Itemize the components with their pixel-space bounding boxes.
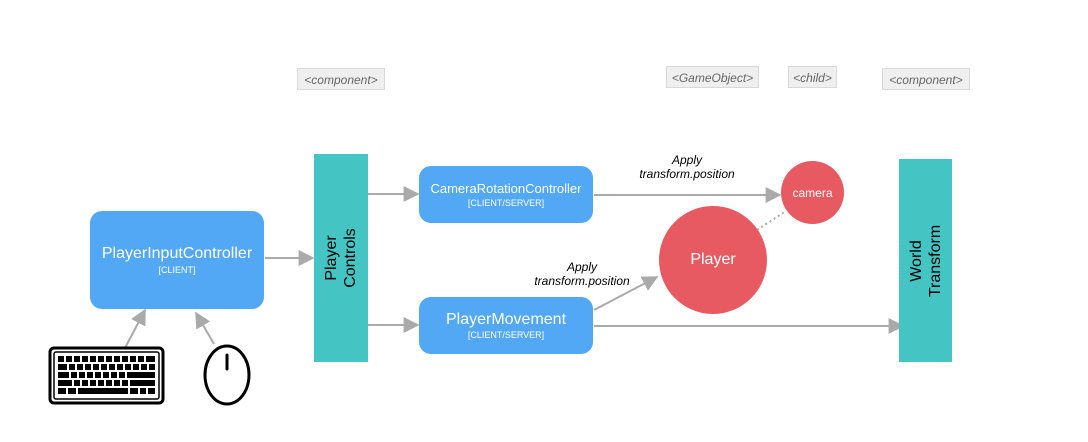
player-controls-bar: Player Controls <box>314 154 368 362</box>
world-transform-label: World Transform <box>907 224 944 297</box>
tag-camera-child: <child> <box>788 66 837 88</box>
keyboard-icon <box>48 346 165 405</box>
player-movement-node: PlayerMovement [CLIENT/SERVER] <box>419 297 593 354</box>
node-title: PlayerMovement <box>445 310 567 328</box>
node-title: CameraRotationController <box>430 180 582 196</box>
camera-node: camera <box>781 161 844 224</box>
edge-label-camera-apply: Apply transform.position <box>639 153 735 181</box>
tag-player-controls: <component> <box>297 68 385 90</box>
node-subtitle: [CLIENT/SERVER] <box>467 197 545 208</box>
link-player-camera <box>756 210 787 231</box>
tag-player-gameobject: <GameObject> <box>666 66 759 88</box>
tag-world-transform: <component> <box>882 68 970 90</box>
node-subtitle: [CLIENT/SERVER] <box>467 329 545 340</box>
player-node: Player <box>659 206 767 314</box>
camera-rotation-controller-node: CameraRotationController [CLIENT/SERVER] <box>419 166 593 223</box>
player-controls-label: Player Controls <box>323 228 359 288</box>
player-input-controller-node: PlayerInputController [CLIENT] <box>90 211 264 309</box>
arrow-movement-to-player <box>593 276 659 311</box>
arrow-mouse-to-input <box>195 311 215 345</box>
world-transform-bar: World Transform <box>899 159 952 362</box>
edge-label-player-apply: Apply transform.position <box>534 260 630 288</box>
node-title: PlayerInputController <box>101 245 253 262</box>
node-subtitle: [CLIENT] <box>158 265 196 275</box>
mouse-icon <box>203 344 251 406</box>
arrow-keyboard-to-input <box>124 308 146 349</box>
